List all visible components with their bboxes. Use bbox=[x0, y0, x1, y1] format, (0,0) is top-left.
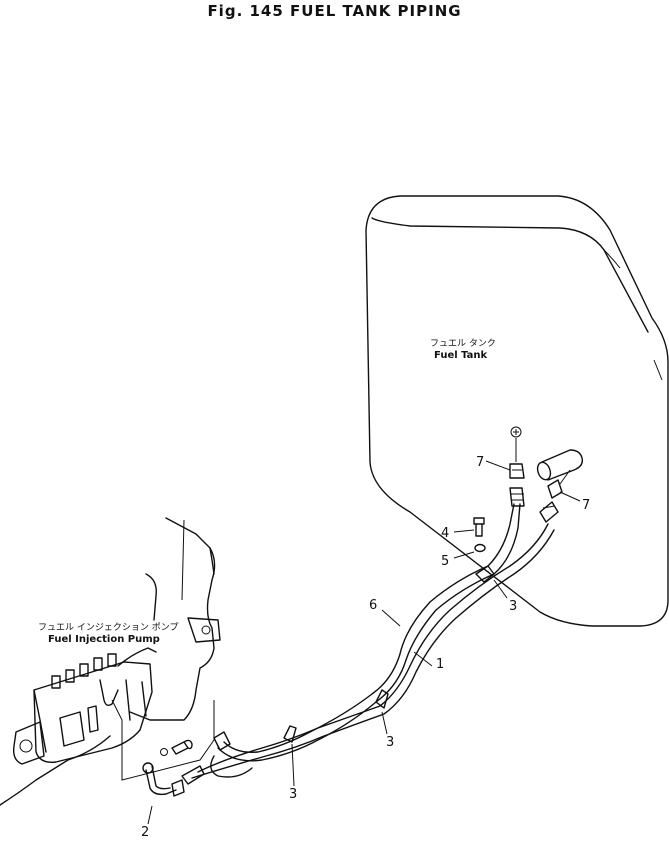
washer-5 bbox=[474, 543, 486, 553]
tank-caption-jp: フュエル タンク bbox=[430, 338, 496, 349]
callout-3-lower: 3 bbox=[289, 787, 297, 802]
hose-6 bbox=[223, 503, 515, 753]
pump-bolt bbox=[160, 739, 193, 756]
callout-7-left: 7 bbox=[476, 455, 484, 470]
tank-drain-plug bbox=[510, 426, 522, 438]
callout-7-right: 7 bbox=[582, 498, 590, 513]
callout-2: 2 bbox=[141, 825, 149, 840]
bolt-4 bbox=[473, 517, 485, 537]
callout-1: 1 bbox=[436, 657, 444, 672]
hose-1 bbox=[197, 523, 549, 773]
callout-4: 4 bbox=[441, 526, 449, 541]
hose-end-fittings bbox=[181, 487, 559, 785]
hose-clamp bbox=[283, 565, 495, 743]
tank-outlet-fitting bbox=[536, 449, 584, 481]
elbow-fitting-7-left bbox=[509, 463, 525, 479]
callout-6: 6 bbox=[369, 598, 377, 613]
leader-lines bbox=[147, 438, 581, 825]
callout-3-upper: 3 bbox=[509, 599, 517, 614]
fuel-injection-pump bbox=[12, 647, 157, 765]
callout-3-middle: 3 bbox=[386, 735, 394, 750]
pump-caption-jp: フュエル インジェクション ポンプ bbox=[38, 622, 178, 633]
elbow-fitting-7-right bbox=[547, 479, 563, 499]
fuel-pipe-2 bbox=[142, 762, 185, 797]
figure-title: Fig. 145 FUEL TANK PIPING bbox=[207, 2, 462, 20]
engine-block bbox=[0, 517, 221, 806]
pump-caption-en: Fuel Injection Pump bbox=[48, 634, 160, 645]
fuel-tank bbox=[365, 195, 669, 627]
tank-caption-en: Fuel Tank bbox=[434, 350, 488, 361]
callout-5: 5 bbox=[441, 554, 449, 569]
